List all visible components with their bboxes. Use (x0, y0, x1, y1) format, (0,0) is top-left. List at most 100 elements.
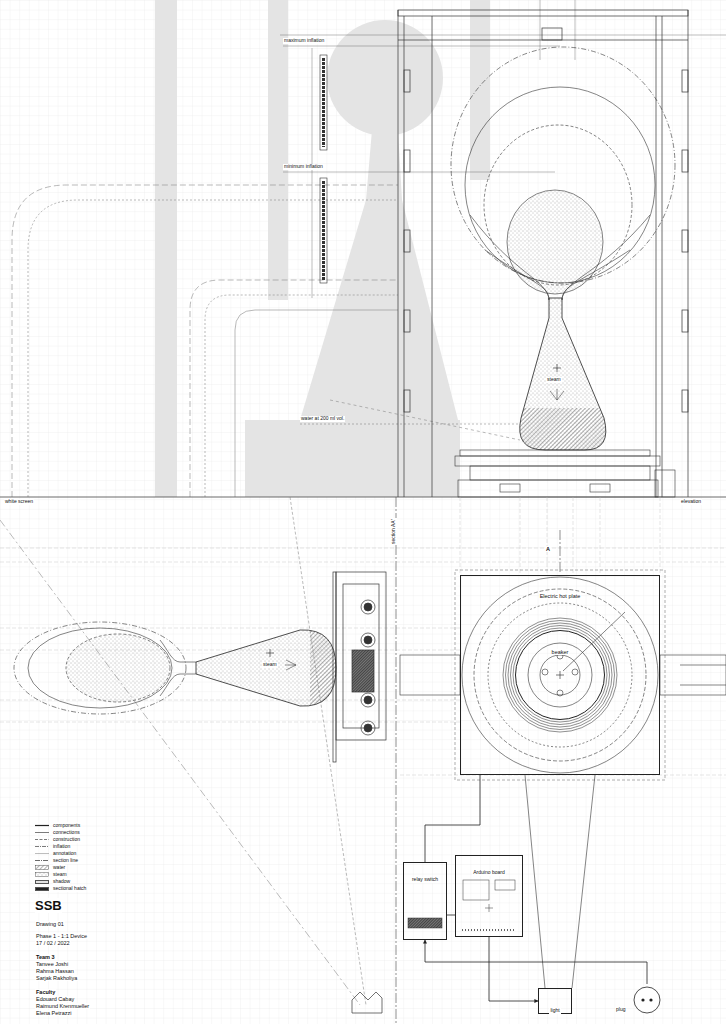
construction-line (0, 497, 726, 775)
date: 17 / 02 / 2022 (35, 940, 71, 946)
construction-line (460, 497, 461, 575)
drawing-number: Drawing 01 (35, 921, 65, 927)
dimension-text-bar (322, 181, 325, 280)
component-detail (463, 880, 489, 900)
heater-plate (364, 603, 372, 611)
plan-view (400, 655, 460, 695)
legend-text: shadow (53, 878, 70, 885)
inflation-path (190, 280, 398, 497)
construction-line (660, 497, 661, 575)
construction-line (600, 497, 601, 575)
plan-view (660, 655, 726, 695)
construction-line (0, 700, 460, 701)
plan-view (542, 669, 548, 675)
construction-line (0, 548, 726, 549)
legend-text: connections (53, 829, 80, 836)
shadow (300, 130, 458, 420)
section-flask (285, 660, 296, 670)
annotation: minimum inflation (283, 164, 324, 170)
plan-view (488, 603, 632, 747)
legend-sample (35, 823, 49, 828)
plan-view (503, 618, 617, 732)
section-divider (0, 497, 726, 498)
wire-connector (447, 915, 455, 916)
viewer-symbol (352, 992, 382, 1013)
shadow (327, 20, 443, 136)
plan-view (540, 655, 580, 695)
node-label: Electric hot plate (539, 593, 582, 599)
arduino-box: Arduino board (455, 855, 523, 937)
inflation-path (12, 185, 520, 497)
wire-connector (425, 775, 480, 862)
inflation-path (235, 310, 398, 497)
section-line (560, 530, 561, 572)
balloon (507, 190, 603, 294)
frame (398, 10, 688, 497)
frame (682, 70, 688, 92)
component-detail (462, 929, 516, 931)
cable-funnel (572, 775, 595, 988)
frame (682, 150, 688, 172)
plug-pin (641, 998, 644, 1001)
legend-text: water (53, 864, 65, 871)
component-detail (408, 918, 442, 928)
heater-plate (343, 584, 379, 728)
base (470, 466, 650, 480)
frame (682, 390, 688, 412)
frame (404, 70, 410, 92)
heater-plate (333, 572, 336, 762)
frame (682, 230, 688, 252)
plan-view (506, 621, 615, 730)
dimension-text-bar (322, 58, 325, 147)
legend-text: inflation (53, 843, 70, 850)
plan-view (680, 665, 726, 666)
connectors (425, 775, 647, 1001)
sightline (0, 520, 360, 1005)
section-divider (0, 497, 726, 498)
legend-row: inflation (35, 843, 86, 850)
construction-line (0, 650, 460, 651)
legend-sample (35, 872, 49, 877)
section-flask (196, 630, 336, 706)
construction-line (547, 497, 548, 575)
legend-text: steam (53, 871, 67, 878)
legend-row: connections (35, 829, 86, 836)
shadow (268, 0, 288, 300)
wire-connector (489, 937, 538, 1001)
hot-plate-box: Electric hot platebeaker (460, 575, 660, 775)
balloon (562, 250, 630, 300)
frame (656, 16, 657, 497)
frame (542, 28, 562, 40)
node-label: light (549, 1008, 560, 1014)
dimension-text-bar (320, 178, 327, 283)
node-label: plug (615, 1007, 626, 1013)
leader-line (575, 0, 576, 60)
shadow (155, 0, 177, 497)
legend-sample (35, 832, 49, 833)
section-flask (160, 640, 196, 662)
beaker-outline (516, 631, 605, 720)
legend-sample (35, 825, 49, 826)
heater-plate (361, 721, 375, 735)
legend-sample (35, 865, 49, 870)
heater-plate (336, 572, 386, 740)
shadow (155, 0, 490, 497)
relay-box: relay switch (403, 862, 447, 940)
shadow (245, 420, 460, 497)
construction-line (0, 562, 726, 563)
base (590, 484, 610, 492)
legend-text: section line (53, 857, 78, 864)
legend-sample (35, 839, 49, 840)
legend-sample (35, 830, 49, 835)
leader-line (312, 48, 313, 298)
viewer-symbol (352, 992, 382, 1013)
annotation: steam (262, 662, 278, 668)
legend-sample (35, 853, 49, 854)
frame (398, 10, 399, 497)
plan-view (508, 623, 612, 727)
heater-plate (361, 633, 375, 647)
legend-sample (35, 858, 49, 863)
flask (505, 298, 615, 453)
